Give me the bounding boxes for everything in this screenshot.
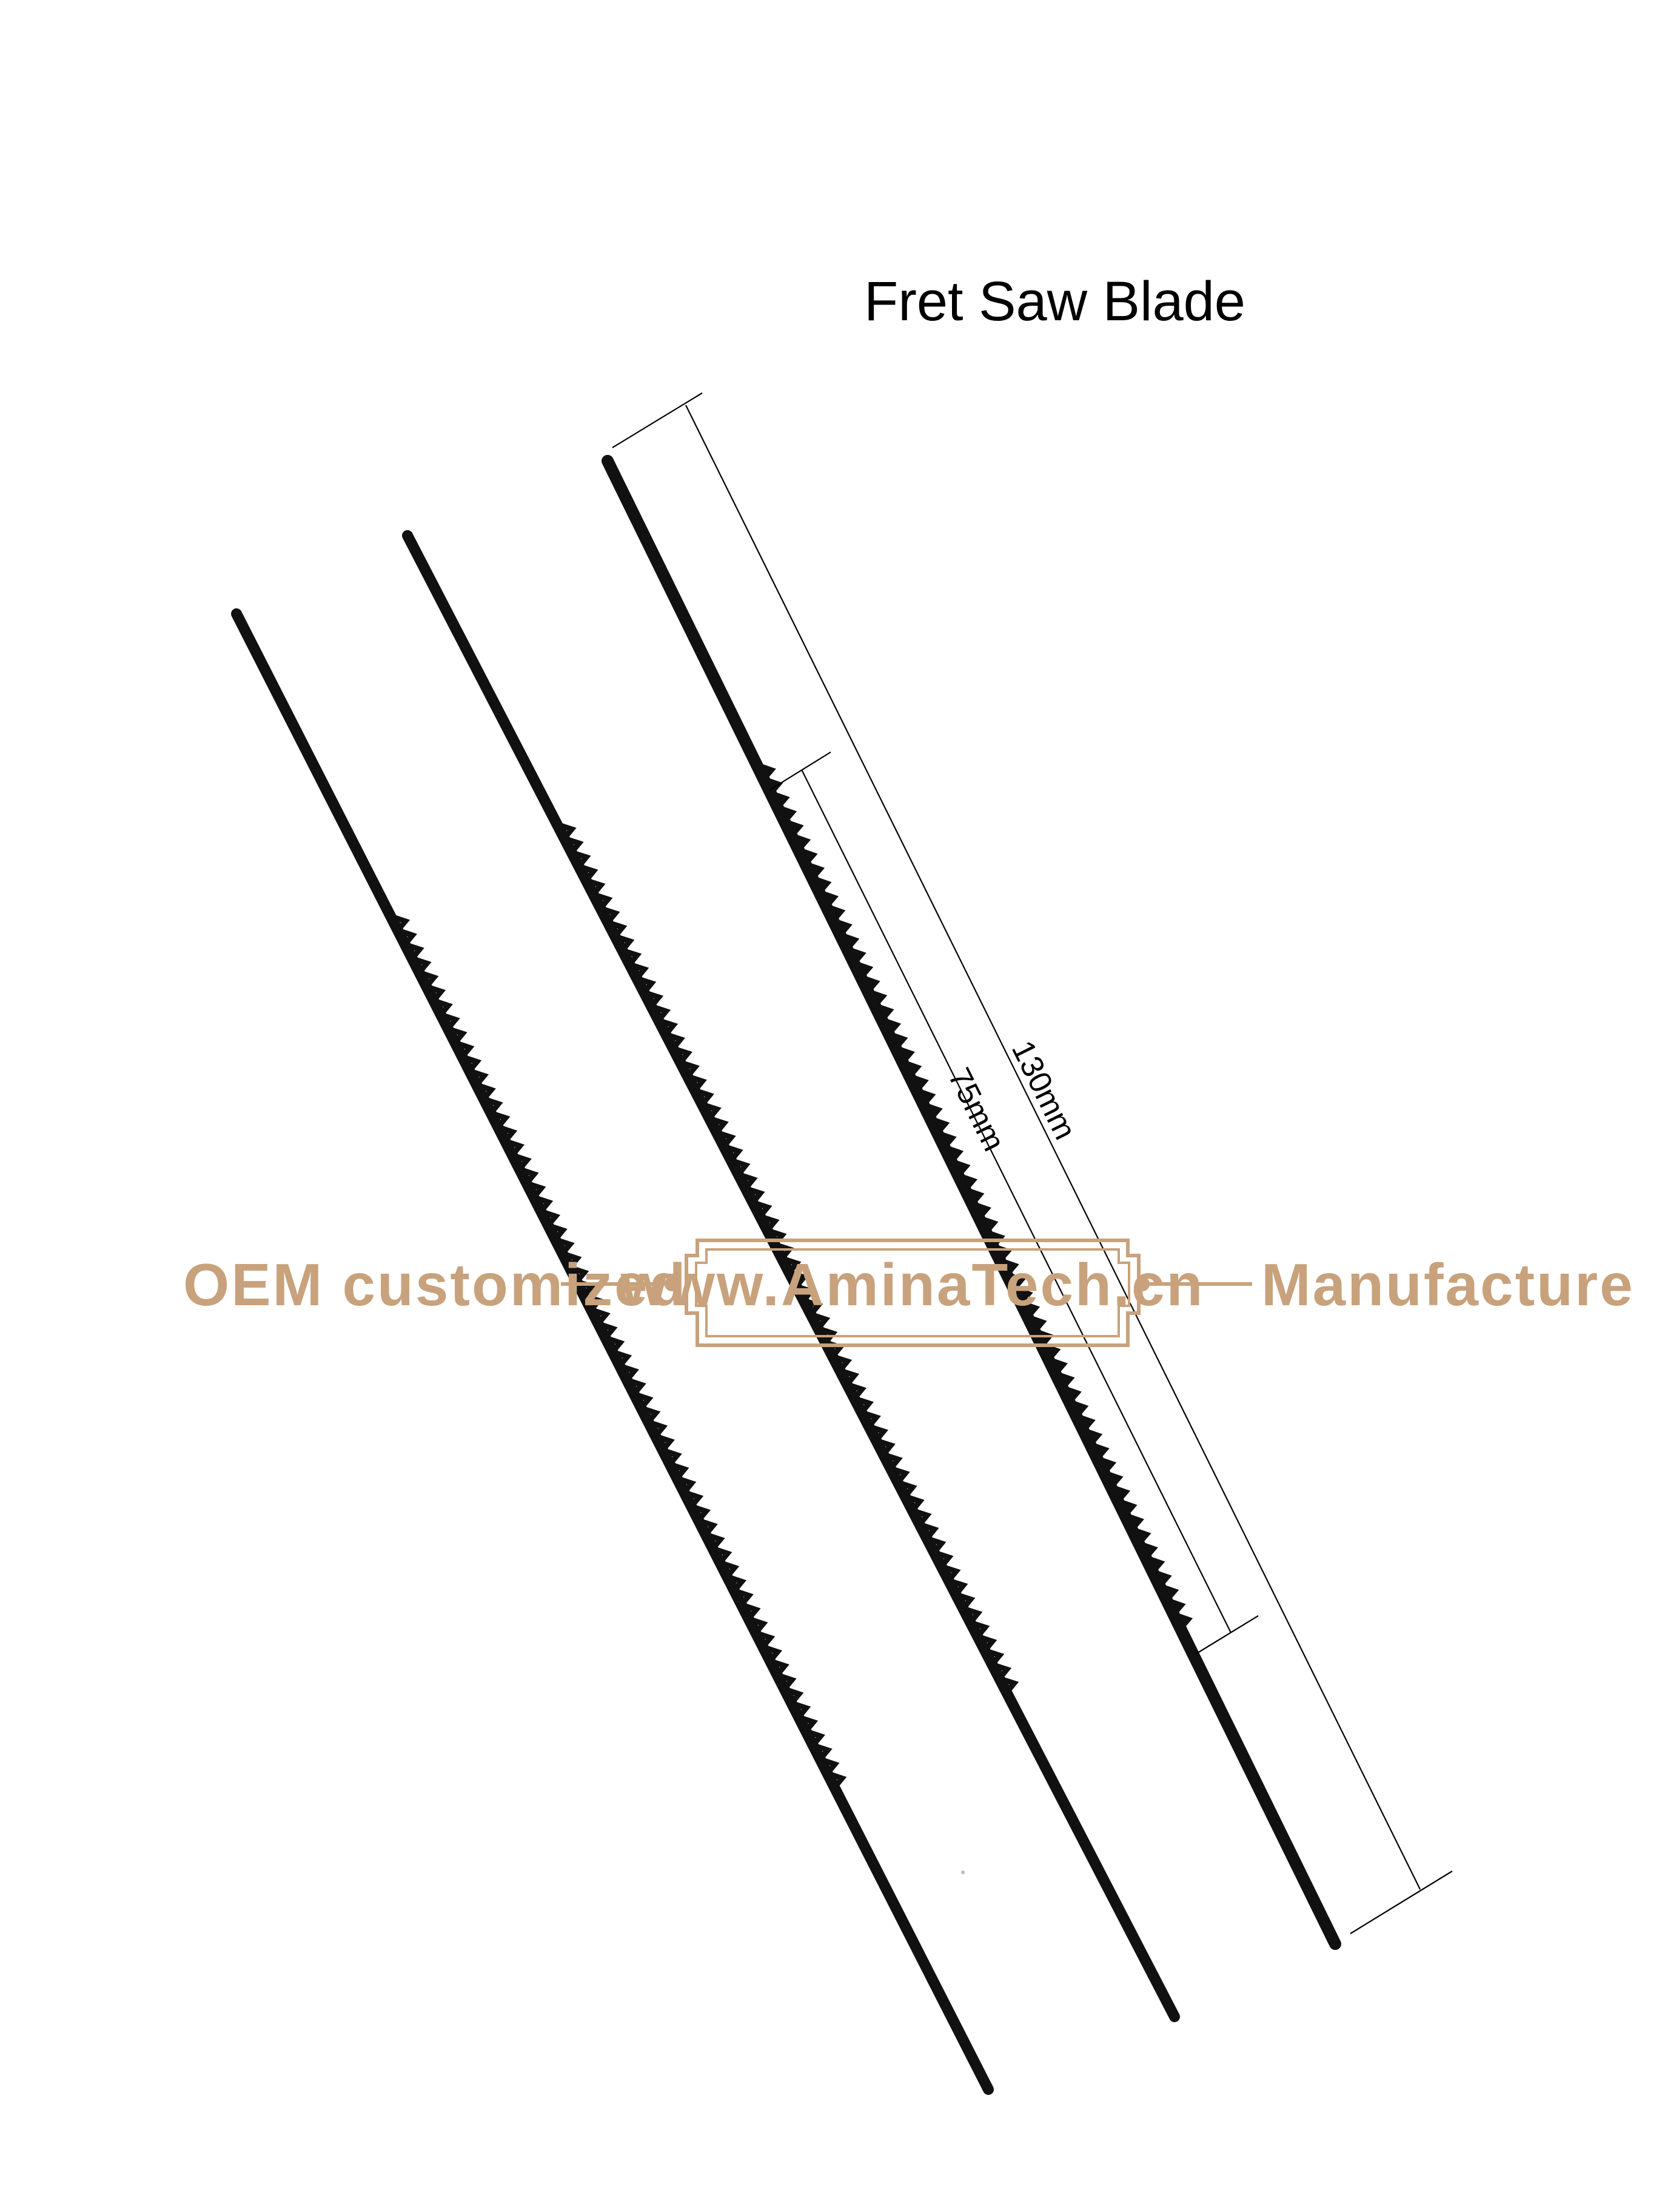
dimension-line	[685, 405, 1421, 1890]
blade-1	[231, 608, 994, 2095]
extension-line	[1350, 1871, 1453, 1934]
blade-teeth	[556, 821, 1019, 1695]
dimension-tooth-length: 75mm	[769, 751, 1259, 1655]
speck	[961, 1871, 965, 1874]
watermark: OEM customized www.AminaTech.cn Manufact…	[183, 1239, 1635, 1347]
watermark-url: www.AminaTech.cn	[620, 1251, 1205, 1318]
extension-line	[769, 751, 831, 790]
blade-3	[602, 455, 1341, 1950]
blade-body	[402, 530, 1180, 2022]
watermark-right-text: Manufacture	[1261, 1251, 1635, 1318]
watermark-frame-inner	[695, 1248, 1130, 1337]
dimension-label-130mm: 130mm	[1005, 1035, 1083, 1145]
watermark-dot-left	[665, 1277, 679, 1291]
watermark-frame-outer	[685, 1239, 1141, 1347]
blade-teeth	[389, 913, 847, 1789]
blade-2	[402, 530, 1180, 2022]
blade-teeth	[756, 762, 1193, 1630]
dimension-line	[801, 769, 1232, 1633]
extension-line	[612, 392, 703, 448]
diagram-title: Fret Saw Blade	[864, 271, 1245, 332]
watermark-left-text: OEM customized	[183, 1251, 688, 1318]
extension-line	[1195, 1615, 1259, 1655]
